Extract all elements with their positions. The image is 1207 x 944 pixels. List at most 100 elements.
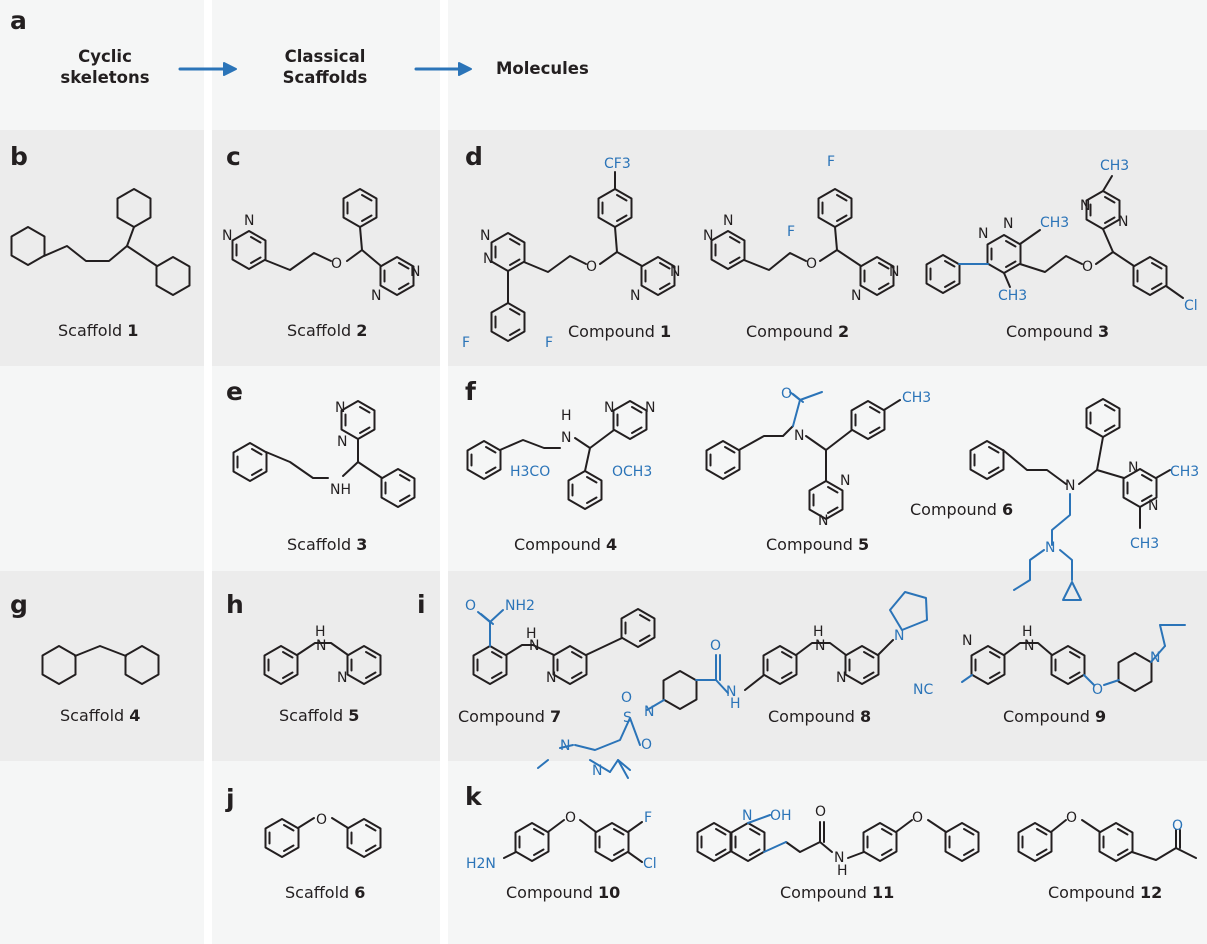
caption-compound-10: Compound 10 [506, 883, 621, 902]
scaffold-6-structure: O [264, 812, 382, 858]
svg-text:N: N [834, 850, 844, 866]
svg-text:N: N [480, 228, 490, 244]
svg-text:CH3: CH3 [1040, 215, 1069, 231]
compound-3-structure: N N O N N CH3 CH3 CH3 Cl [925, 158, 1198, 314]
arrow-1 [178, 62, 237, 76]
svg-text:O: O [1082, 259, 1093, 275]
svg-text:CH3: CH3 [1170, 464, 1199, 480]
panel-label-e: e [226, 377, 243, 406]
scaffold-4-structure [41, 645, 160, 685]
svg-text:N: N [546, 670, 556, 686]
svg-text:O: O [316, 812, 327, 828]
svg-text:F: F [545, 335, 553, 351]
panel-label-h: h [226, 590, 244, 619]
svg-text:H: H [837, 863, 848, 879]
svg-text:OH: OH [770, 808, 792, 824]
svg-text:N: N [742, 808, 752, 824]
row-ef-band [0, 366, 1207, 571]
svg-text:F: F [787, 224, 795, 240]
svg-text:F: F [462, 335, 470, 351]
panel-label-k: k [465, 782, 482, 811]
svg-text:N: N [1045, 540, 1055, 556]
row-bcd-band [0, 130, 1207, 366]
compound-1-structure: N N O N N CF3 F F [462, 156, 680, 351]
svg-text:N: N [604, 400, 614, 416]
compound-5-structure: N N N O CH3 [705, 386, 931, 529]
header-classical-scaffolds: Classical Scaffolds [282, 47, 368, 87]
caption-compound-3: Compound 3 [1006, 322, 1110, 341]
svg-text:N: N [529, 638, 539, 654]
svg-text:H: H [1022, 624, 1033, 640]
svg-text:O: O [710, 638, 721, 654]
svg-text:O: O [621, 690, 632, 706]
compound-7-structure: H N N O NH2 [465, 598, 656, 686]
svg-text:CH3: CH3 [998, 288, 1027, 304]
svg-text:N: N [561, 430, 571, 446]
svg-text:N: N [592, 763, 602, 779]
svg-text:O: O [781, 386, 792, 402]
svg-text:O: O [1092, 682, 1103, 698]
svg-text:O: O [586, 259, 597, 275]
svg-text:N: N [1118, 214, 1128, 230]
panel-label-a: a [10, 6, 27, 35]
svg-text:N: N [222, 228, 232, 244]
scaffold-1-structure [10, 188, 191, 296]
caption-compound-5: Compound 5 [766, 535, 870, 554]
svg-text:O: O [1066, 810, 1077, 826]
svg-text:N: N [1024, 638, 1034, 654]
caption-scaffold-2: Scaffold 2 [287, 321, 368, 340]
caption-compound-7: Compound 7 [458, 707, 562, 726]
svg-text:N: N [962, 633, 972, 649]
svg-text:S: S [623, 710, 632, 726]
caption-compound-11: Compound 11 [780, 883, 895, 902]
panel-label-d: d [465, 142, 483, 171]
svg-text:N: N [337, 670, 347, 686]
svg-text:N: N [840, 473, 850, 489]
caption-compound-8: Compound 8 [768, 707, 872, 726]
svg-text:O: O [912, 810, 923, 826]
caption-compound-6: Compound 6 [910, 500, 1014, 519]
panel-label-i: i [417, 590, 426, 619]
panel-label-b: b [10, 142, 28, 171]
svg-text:H: H [730, 696, 741, 712]
svg-text:F: F [827, 154, 835, 170]
row-jk-band [0, 761, 1207, 944]
caption-compound-2: Compound 2 [746, 322, 850, 341]
svg-text:H: H [561, 408, 572, 424]
svg-text:N: N [244, 213, 254, 229]
header-molecules: Molecules [496, 59, 589, 78]
svg-text:O: O [565, 810, 576, 826]
svg-text:O: O [331, 256, 342, 272]
panel-label-f: f [465, 377, 476, 406]
svg-text:O: O [806, 256, 817, 272]
svg-text:N: N [1128, 460, 1138, 476]
svg-text:O: O [641, 737, 652, 753]
svg-text:N: N [815, 638, 825, 654]
svg-text:Cl: Cl [643, 856, 657, 872]
svg-text:N: N [794, 428, 804, 444]
svg-text:O: O [815, 804, 826, 820]
svg-text:N: N [851, 288, 861, 304]
svg-text:O: O [1172, 818, 1183, 834]
compound-10-structure: O F Cl H2N [466, 810, 657, 872]
compound-11-structure: O O N H N OH [696, 804, 980, 879]
svg-text:H: H [526, 626, 537, 642]
svg-text:Cl: Cl [1184, 298, 1198, 314]
compound-9-structure: H N N O N NC [913, 624, 1186, 698]
svg-text:OCH3: OCH3 [612, 464, 652, 480]
svg-text:N: N [894, 628, 904, 644]
caption-compound-12: Compound 12 [1048, 883, 1163, 902]
svg-text:N: N [630, 288, 640, 304]
svg-text:N: N [978, 226, 988, 242]
scaffold-2-structure: N N O N N [222, 188, 420, 304]
svg-text:N: N [889, 264, 899, 280]
svg-text:N: N [703, 228, 713, 244]
svg-text:O: O [465, 598, 476, 614]
svg-text:N: N [1003, 216, 1013, 232]
svg-text:CH3: CH3 [1100, 158, 1129, 174]
svg-text:H: H [813, 624, 824, 640]
svg-text:H2N: H2N [466, 856, 496, 872]
svg-text:N: N [1150, 650, 1160, 666]
svg-text:N: N [670, 264, 680, 280]
scaffold-3-structure: NH N N [232, 400, 416, 508]
